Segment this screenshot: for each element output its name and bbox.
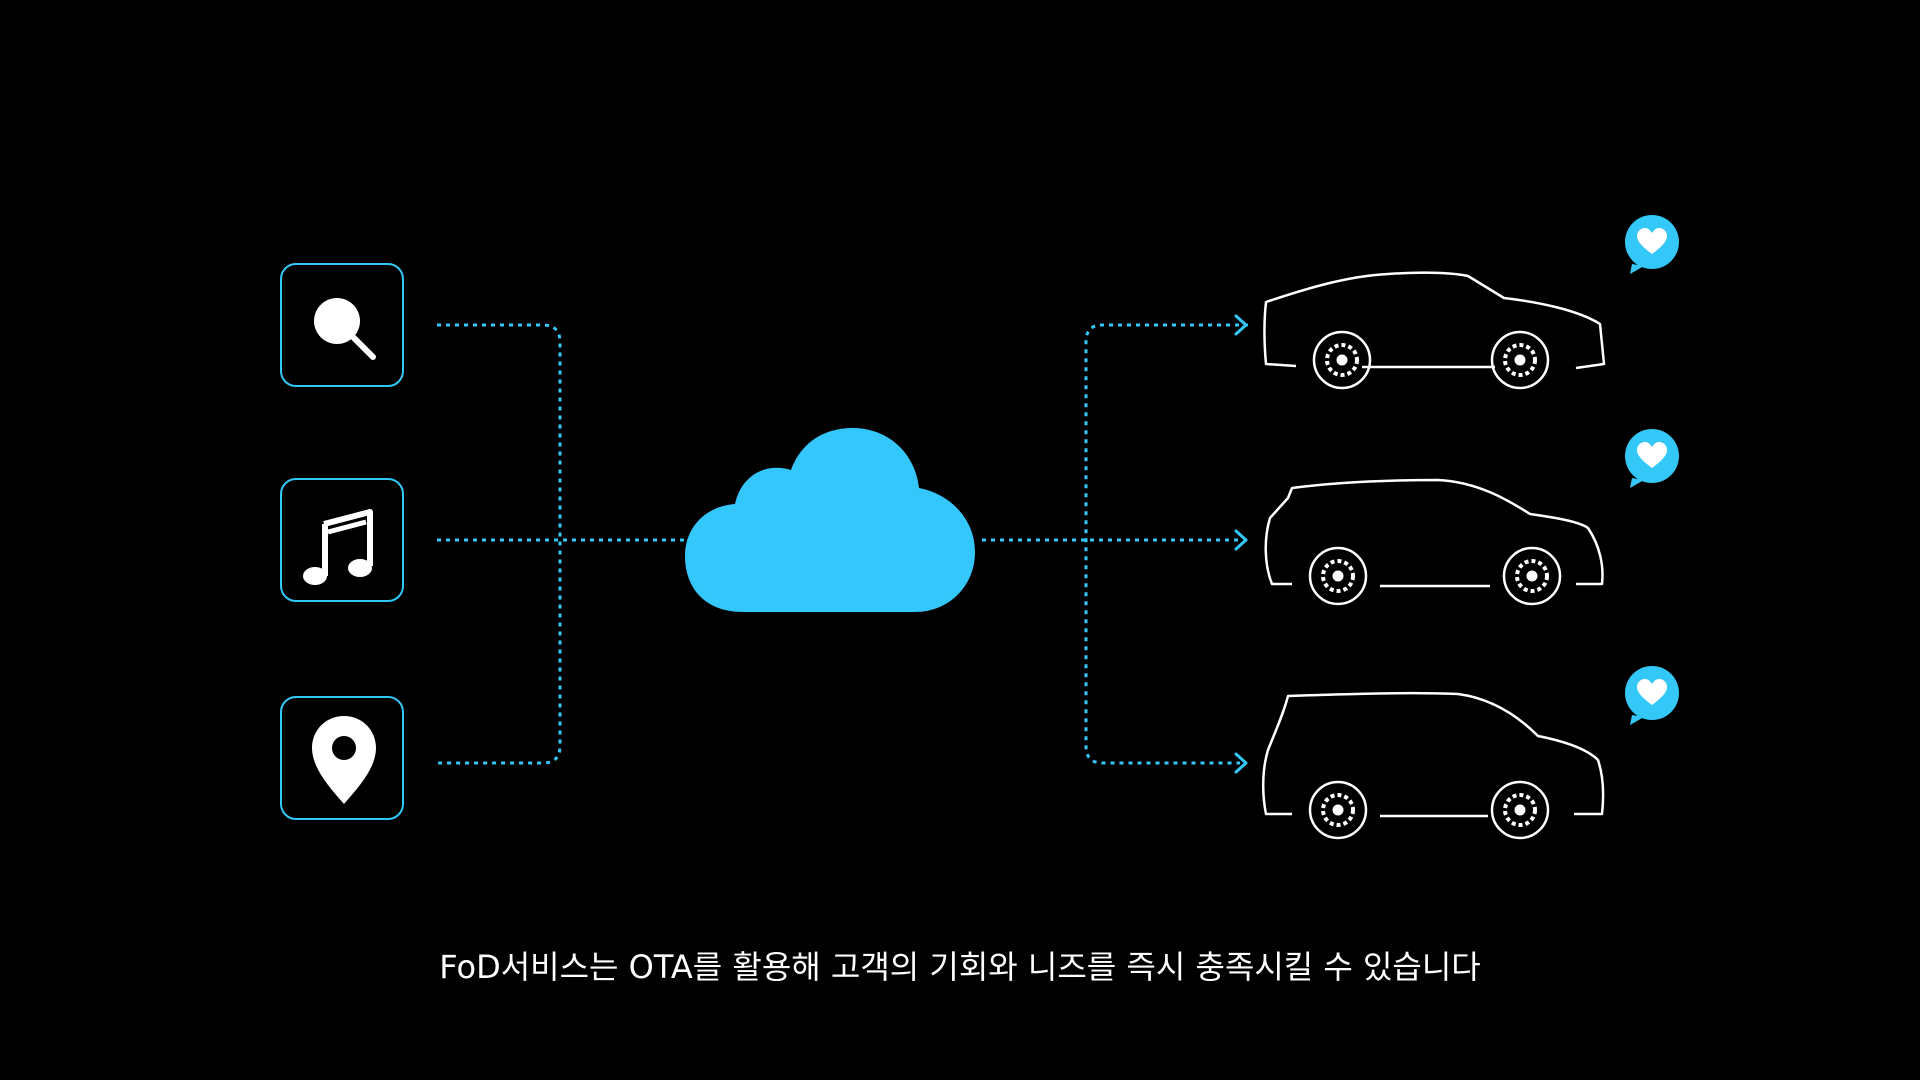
music-note-icon xyxy=(303,509,373,585)
caption-text: FoD서비스는 OTA를 활용해 고객의 기회와 니즈를 즉시 충족시킬 수 있… xyxy=(439,948,1481,986)
heart-bubble-icon xyxy=(1625,666,1679,725)
rear-wheel xyxy=(1490,330,1550,390)
front-wheel xyxy=(1312,330,1372,390)
arrow-head-suv xyxy=(1234,529,1248,551)
arrow-head-sedan xyxy=(1234,314,1248,336)
location-pin-icon xyxy=(312,716,376,804)
front-wheel xyxy=(1308,780,1368,840)
heart-bubble-icon xyxy=(1625,429,1679,488)
connector-search xyxy=(437,323,562,765)
sedan-icon xyxy=(1263,271,1606,390)
rear-wheel xyxy=(1490,780,1550,840)
rear-wheel xyxy=(1502,546,1562,606)
minivan-icon xyxy=(1261,691,1605,840)
search-icon xyxy=(314,298,376,360)
location-icon-box xyxy=(280,696,404,820)
front-wheel xyxy=(1308,546,1368,606)
suv-icon xyxy=(1264,478,1604,606)
arrow-head-minivan xyxy=(1234,752,1248,774)
connector-to-sedan xyxy=(1084,323,1248,765)
search-icon-box xyxy=(280,263,404,387)
music-icon-box xyxy=(280,478,404,602)
heart-bubble-icon xyxy=(1625,215,1679,274)
cloud-icon xyxy=(685,428,975,612)
